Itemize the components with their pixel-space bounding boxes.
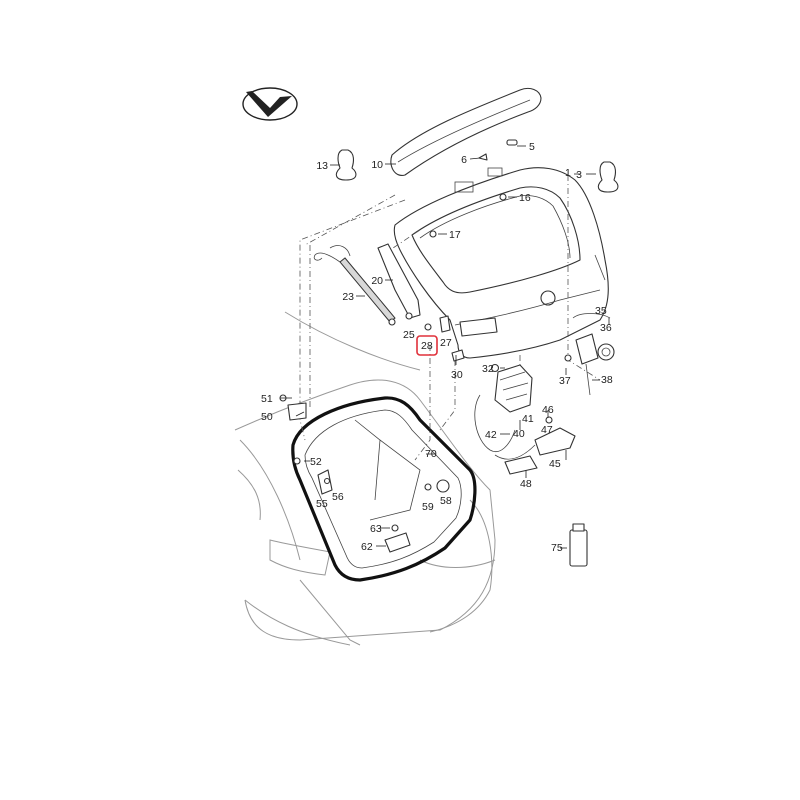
direction-arrow-icon — [242, 87, 298, 121]
gas-strut — [313, 245, 396, 326]
callout-23: 23 — [342, 291, 354, 303]
callout-32: 32 — [482, 363, 494, 375]
pillar-trim — [377, 243, 421, 319]
callout-47: 47 — [541, 424, 553, 436]
callout-16: 16 — [519, 192, 531, 204]
tailgate-seal — [291, 396, 477, 582]
callout-37: 37 — [559, 375, 571, 387]
callout-3: 3 — [576, 169, 582, 181]
callout-52: 52 — [310, 456, 322, 468]
callout-46: 46 — [542, 404, 554, 416]
callout-63: 63 — [370, 523, 382, 535]
bag-part-3 — [597, 161, 619, 193]
callout-10: 10 — [371, 159, 383, 171]
callout-50: 50 — [261, 411, 273, 423]
highlight-box-28 — [416, 335, 438, 356]
callout-30: 30 — [451, 369, 463, 381]
sealant-bottle — [569, 523, 588, 567]
callout-48: 48 — [520, 478, 532, 490]
callout-45: 45 — [549, 458, 561, 470]
callout-28: 28 — [421, 340, 433, 352]
callout-labels: 1 3 5 6 10 13 16 17 20 23 25 27 28 30 32… — [261, 141, 613, 554]
callout-1: 1 — [565, 167, 571, 179]
callout-62: 62 — [361, 541, 373, 553]
callout-5: 5 — [529, 141, 535, 153]
callout-70: 70 — [425, 448, 437, 460]
callout-13: 13 — [316, 160, 328, 172]
callout-6: 6 — [461, 154, 467, 166]
callout-25: 25 — [403, 329, 415, 341]
callout-35: 35 — [595, 305, 607, 317]
vehicle-body-outline — [234, 311, 496, 646]
release-handle — [504, 427, 576, 475]
callout-75: 75 — [551, 542, 563, 554]
bag-part-13 — [335, 149, 357, 181]
fasteners — [279, 139, 572, 553]
callout-17: 17 — [449, 229, 461, 241]
rear-camera — [572, 313, 615, 396]
leader-lines — [280, 145, 610, 549]
callout-27: 27 — [440, 337, 452, 349]
callout-38: 38 — [601, 374, 613, 386]
callout-40: 40 — [513, 428, 525, 440]
rear-spoiler — [390, 87, 542, 176]
callout-42: 42 — [485, 429, 497, 441]
callout-58: 58 — [440, 495, 452, 507]
callout-51: 51 — [261, 393, 273, 405]
callout-20: 20 — [371, 275, 383, 287]
callout-41: 41 — [522, 413, 534, 425]
callout-55: 55 — [316, 498, 328, 510]
callout-36: 36 — [600, 322, 612, 334]
tailgate-panel — [393, 167, 609, 381]
lock-assembly — [474, 364, 536, 460]
callout-56: 56 — [332, 491, 344, 503]
callout-59: 59 — [422, 501, 434, 513]
